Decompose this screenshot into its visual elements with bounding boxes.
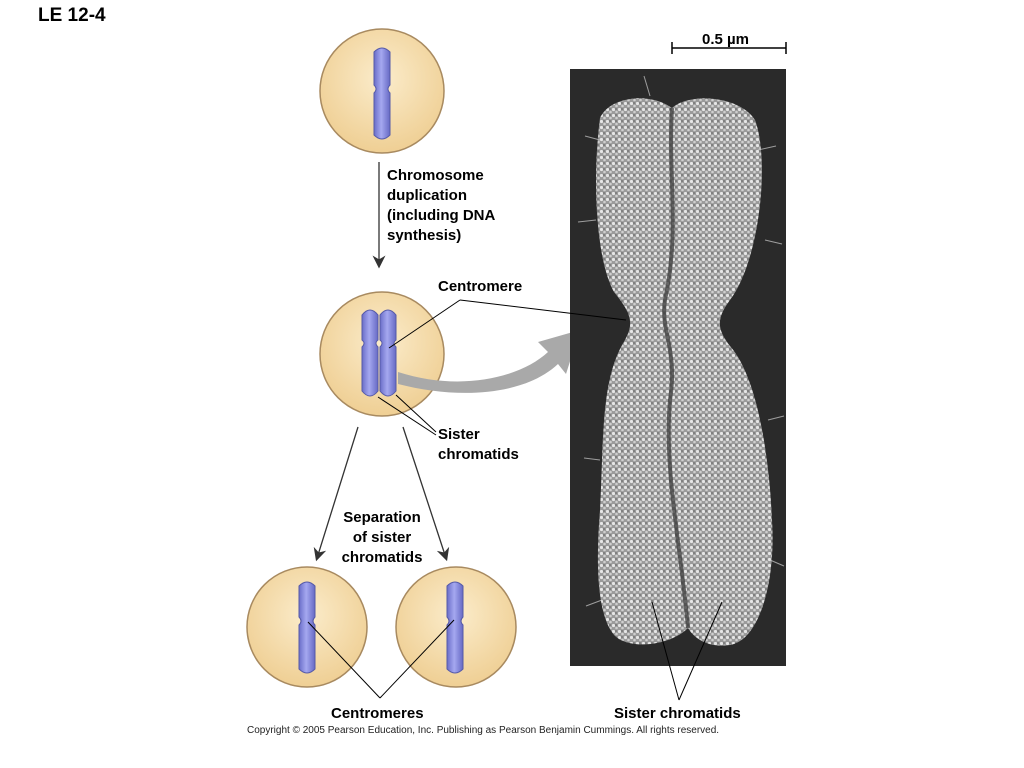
leader-lines: [307, 299, 723, 701]
micrograph-panel: [570, 69, 786, 666]
label-sister-chromatids-micrograph: Sister chromatids: [614, 705, 741, 722]
sister-chromatid-left: [361, 309, 379, 397]
label-centromeres: Centromeres: [331, 705, 424, 722]
label-separation: Separation of sister chromatids: [330, 508, 434, 568]
label-chromosome-duplication: Chromosome duplication (including DNA sy…: [387, 166, 495, 246]
label-line: Sister: [438, 426, 480, 443]
label-line: Separation: [343, 509, 421, 526]
label-sister-chromatids: Sister chromatids: [438, 425, 519, 465]
daughter-cell-left: [246, 566, 368, 688]
cell-unduplicated: [319, 28, 445, 154]
separation-arrow-left: [313, 426, 359, 562]
chromosome-daughter-right: [446, 581, 464, 674]
separation-arrow-right: [402, 426, 450, 562]
label-line: chromatids: [438, 446, 519, 463]
figure-title: LE 12-4: [38, 5, 106, 26]
label-line: synthesis): [387, 227, 462, 244]
chromosome-daughter-left: [298, 581, 316, 674]
chromosome-single: [373, 47, 391, 140]
magnify-arrow: [398, 330, 580, 393]
sister-chromatid-right: [379, 309, 397, 397]
label-scale-bar: 0.5 µm: [702, 31, 749, 48]
label-line: (including DNA: [387, 207, 496, 224]
daughter-cell-right: [395, 566, 517, 688]
label-line: chromatids: [341, 549, 423, 566]
copyright-notice: Copyright © 2005 Pearson Education, Inc.…: [247, 725, 720, 736]
scale-bar: [671, 42, 787, 54]
label-line: of sister: [352, 529, 412, 546]
micrograph-chromosome: [596, 98, 773, 646]
label-line: Chromosome: [387, 167, 484, 184]
label-centromere: Centromere: [438, 278, 523, 295]
cell-duplicated: [319, 291, 445, 417]
label-line: duplication: [387, 187, 467, 204]
